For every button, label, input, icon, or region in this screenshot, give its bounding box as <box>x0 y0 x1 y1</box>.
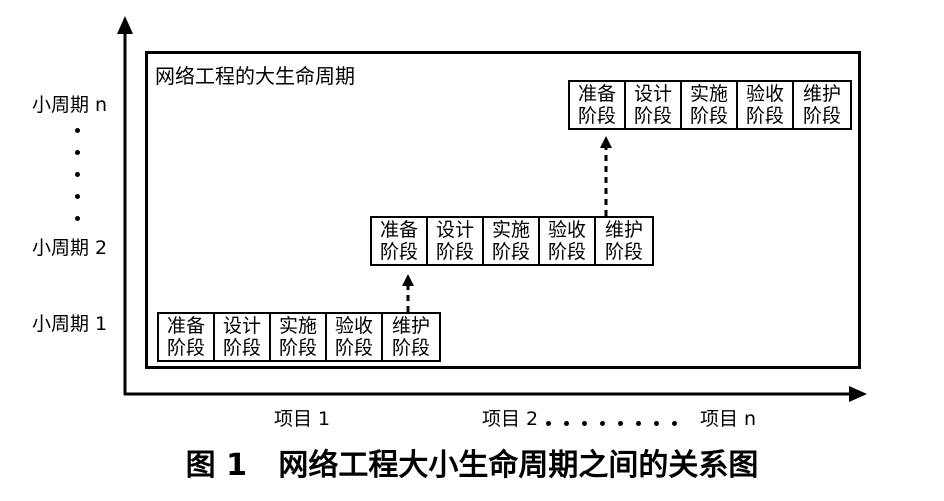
connector-arrowhead-1 <box>402 274 414 286</box>
figure-caption: 图 1 网络工程大小生命周期之间的关系图 <box>185 448 759 483</box>
frame-title: 网络工程的大生命周期 <box>155 64 355 88</box>
phase-acceptance: 验收阶段 <box>540 218 596 264</box>
connector-arrowhead-2 <box>600 136 612 148</box>
big-lifecycle-frame <box>145 51 861 369</box>
phase-design: 设计阶段 <box>626 82 682 128</box>
x-axis-ellipsis <box>546 418 696 428</box>
y-label-cycle-2: 小周期 2 <box>32 237 108 259</box>
phase-design: 设计阶段 <box>215 314 271 360</box>
phase-implement: 实施阶段 <box>484 218 540 264</box>
y-label-cycle-1: 小周期 1 <box>32 313 108 335</box>
phase-row-cycle-2: 准备阶段 设计阶段 实施阶段 验收阶段 维护阶段 <box>370 216 654 266</box>
y-label-cycle-n: 小周期 n <box>32 94 108 116</box>
phase-row-cycle-1: 准备阶段 设计阶段 实施阶段 验收阶段 维护阶段 <box>157 312 441 362</box>
phase-implement: 实施阶段 <box>271 314 327 360</box>
y-axis-arrowhead <box>117 16 133 34</box>
phase-acceptance: 验收阶段 <box>738 82 794 128</box>
phase-row-cycle-n: 准备阶段 设计阶段 实施阶段 验收阶段 维护阶段 <box>568 80 852 130</box>
phase-implement: 实施阶段 <box>682 82 738 128</box>
phase-prepare: 准备阶段 <box>372 218 428 264</box>
y-axis-ellipsis <box>72 122 84 232</box>
x-label-project-n: 项目 n <box>700 408 757 430</box>
phase-prepare: 准备阶段 <box>159 314 215 360</box>
phase-prepare: 准备阶段 <box>570 82 626 128</box>
phase-maintain: 维护阶段 <box>604 219 643 263</box>
x-label-project-1: 项目 1 <box>274 408 331 430</box>
phase-maintain: 维护阶段 <box>391 315 430 359</box>
phase-design: 设计阶段 <box>428 218 484 264</box>
x-label-project-2: 项目 2 <box>482 408 539 430</box>
phase-acceptance: 验收阶段 <box>327 314 383 360</box>
x-axis-arrowhead <box>849 386 867 402</box>
phase-maintain: 维护阶段 <box>802 83 841 127</box>
